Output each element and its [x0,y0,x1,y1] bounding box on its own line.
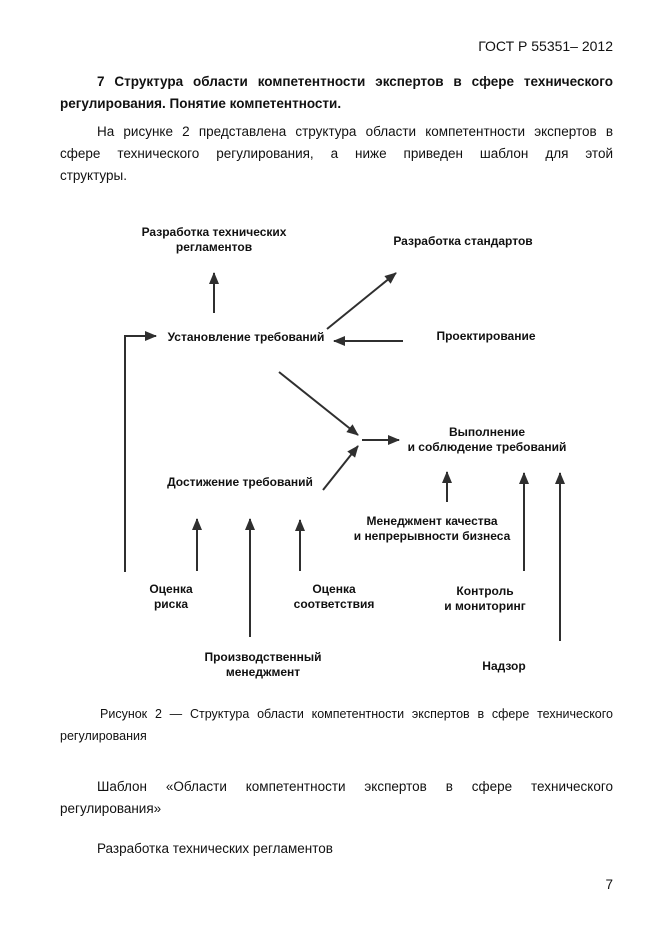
arrow-feedback-loop-to-ustanovlenie [124,331,157,572]
diagram-node-dostizhenie-trebovanij: Достижение требований [167,475,313,489]
figure-caption-line: регулирования [60,729,147,743]
intro-paragraph: На рисунке 2 представлена структура обла… [60,121,613,187]
template-paragraph-line: Шаблон «Области компетентности экспертов… [97,779,613,794]
diagram-node-razrabotka-reglamentov: Разработка технических регламентов [141,225,287,254]
template-paragraph: Шаблон «Области компетентности экспертов… [60,776,613,820]
figure-caption: Рисунок 2 — Структура области компетентн… [60,703,613,747]
section-heading-line: регулирования. Понятие компетентности. [60,96,342,111]
template-paragraph-line: регулирования» [60,801,162,816]
template-item-line: Разработка технических регламентов [97,841,333,856]
diagram-node-ocenka-riska: Оценка риска [149,582,193,611]
diagram-node-kontrol-monitoring: Контроль и мониторинг [444,584,526,613]
section-heading: 7 Структура области компетентности экспе… [60,71,613,115]
arrow-dostizhenie-to-junction [322,445,359,491]
diagram-node-razrabotka-standartov: Разработка стандартов [393,234,533,248]
diagram-node-nadzor: Надзор [482,659,526,673]
figure-caption-line: Рисунок 2 — Структура области компетентн… [100,707,613,721]
diagram-node-ocenka-sootvetstviya: Оценка соответствия [293,582,375,611]
diagram-node-proizvodstvennyj-menedzhment: Производственный менеджмент [204,650,322,679]
diagram-node-menedzhment-kachestva: Менеджмент качества и непрерывности бизн… [353,514,511,543]
template-item: Разработка технических регламентов [60,838,613,860]
diagram-node-proektirovanie: Проектирование [436,329,536,343]
arrow-ustanovlenie-to-standarty [326,272,397,330]
section-heading-line: 7 Структура области компетентности экспе… [97,74,613,89]
diagram-node-vypolnenie-trebovanij: Выполнение и соблюдение требований [407,425,567,454]
page-number: 7 [605,877,613,892]
intro-line: На рисунке 2 представлена структура обла… [97,124,613,139]
intro-line: структуры. [60,168,127,183]
arrow-ustanovlenie-to-junction [278,371,359,436]
document-header-code: ГОСТ Р 55351– 2012 [478,38,613,54]
diagram-node-ustanovlenie-trebovanij: Установление требований [167,330,325,344]
intro-line: сфере технического регулирования, а ниже… [60,146,613,161]
